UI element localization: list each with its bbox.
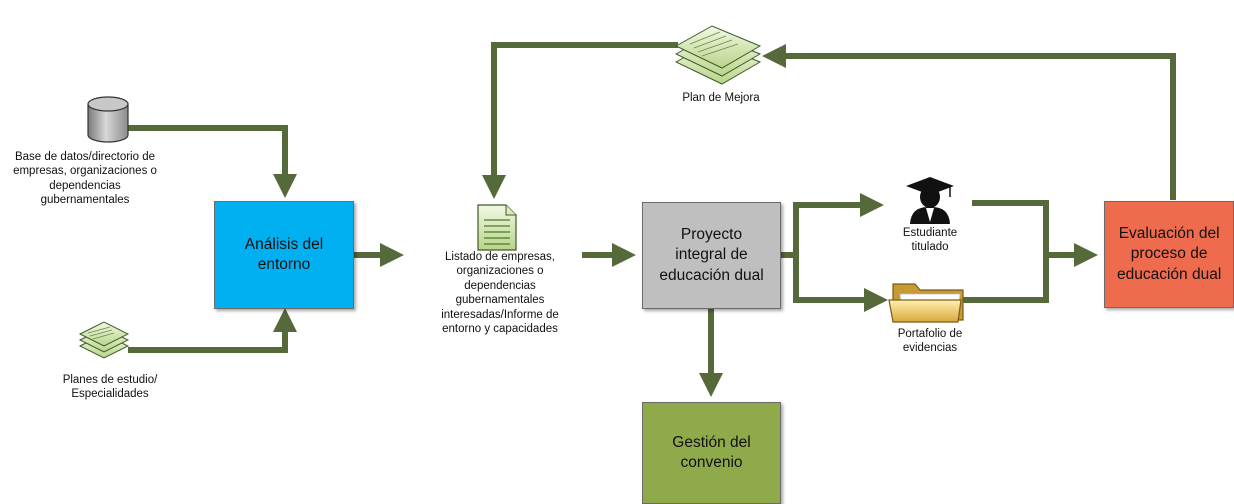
connector-arrows [128,42,1176,397]
document-icon [477,204,517,251]
stacked-documents-icon [674,25,762,85]
database-cylinder-icon [87,96,129,143]
portafolio-label: Portafolio de evidencias [897,328,963,355]
graduate-icon [906,177,954,224]
estudiante-label: Estudiante titulado [902,227,958,254]
arrow-planes-to-analisis [128,308,297,353]
folder-icon [888,283,964,323]
proyecto-box: Proyecto integral de educación dual [642,202,781,309]
evaluacion-box: Evaluación del proceso de educación dual [1104,201,1234,308]
base-datos-label: Base de datos/directorio de empresas, or… [13,151,157,207]
gestion-box: Gestión del convenio [642,402,781,504]
arrow-estudiante-to-evaluacion [972,200,1049,255]
arrow-proyecto-to-portafolio [793,255,888,312]
arrow-plan-mejora-to-listado [482,42,678,199]
arrow-proyecto-to-estudiante [781,193,884,258]
plan-mejora-label: Plan de Mejora [682,92,760,104]
arrow-portafolio-to-evaluacion [963,255,1049,303]
listado-label: Listado de empresas, organizaciones o de… [441,251,559,335]
arrow-database-to-analisis [128,125,297,198]
analisis-box: Análisis del entorno [214,201,354,309]
arrow-evaluacion-to-plan-mejora [762,44,1176,200]
stacked-documents-icon [78,321,130,359]
planes-label: Planes de estudio/ Especialidades [62,374,158,401]
